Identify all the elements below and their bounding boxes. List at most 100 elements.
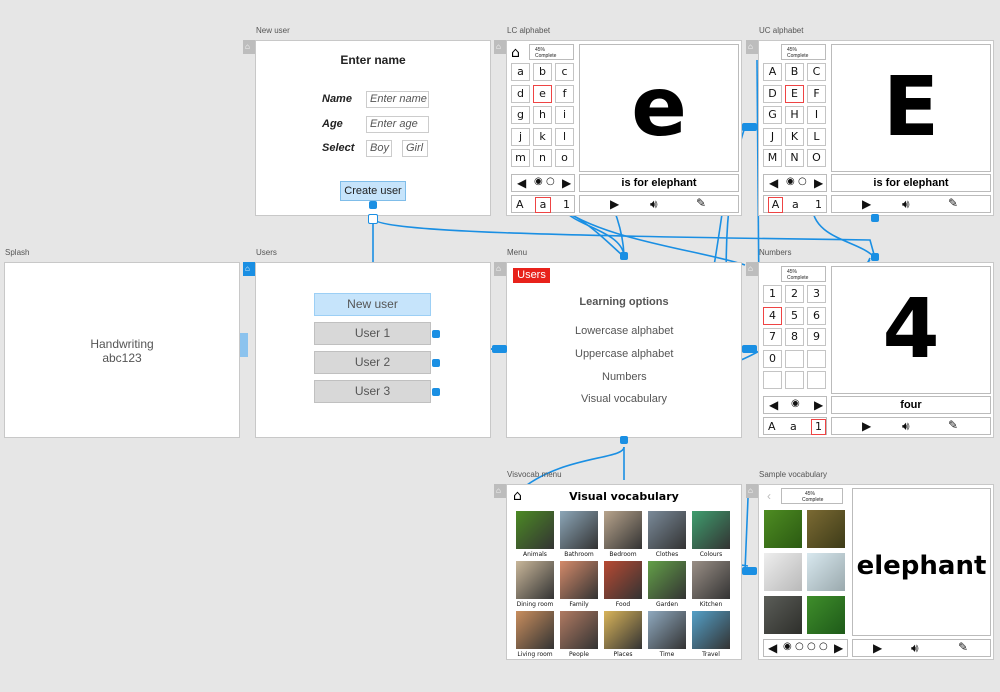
- key-n[interactable]: n: [533, 149, 552, 167]
- page-dot-active[interactable]: ◉: [791, 398, 800, 409]
- page-dot[interactable]: ○: [819, 641, 828, 652]
- prev-icon[interactable]: ◀: [769, 176, 779, 190]
- page-dot[interactable]: ○: [807, 641, 816, 652]
- key-empty[interactable]: [785, 371, 804, 389]
- age-input[interactable]: Enter age: [366, 116, 429, 133]
- key-empty[interactable]: [785, 349, 804, 368]
- key-k[interactable]: k: [533, 127, 552, 146]
- key-B[interactable]: B: [785, 63, 804, 81]
- key-o[interactable]: o: [555, 149, 574, 167]
- next-icon[interactable]: ▶: [834, 641, 844, 655]
- key-b[interactable]: b: [533, 63, 552, 81]
- category-thumb-bedroom[interactable]: [604, 511, 642, 549]
- page-dot[interactable]: ○: [795, 641, 804, 652]
- category-thumb-bathroom[interactable]: [560, 511, 598, 549]
- key-9[interactable]: 9: [807, 328, 826, 346]
- prev-icon[interactable]: ◀: [517, 176, 527, 190]
- page-dot-active[interactable]: ◉: [786, 176, 795, 187]
- mode-uppercase[interactable]: A: [768, 197, 783, 213]
- key-H[interactable]: H: [785, 106, 804, 124]
- key-C[interactable]: C: [807, 63, 826, 81]
- mode-lowercase[interactable]: a: [790, 420, 797, 433]
- key-5[interactable]: 5: [785, 306, 804, 325]
- home-tab[interactable]: ⌂: [746, 262, 758, 276]
- photo-dalmatian[interactable]: [807, 553, 845, 591]
- link-handle[interactable]: [871, 214, 879, 222]
- key-l[interactable]: l: [555, 127, 574, 146]
- key-empty[interactable]: [807, 349, 826, 368]
- mode-uppercase[interactable]: A: [768, 420, 776, 433]
- key-g[interactable]: g: [511, 106, 530, 124]
- key-d[interactable]: d: [511, 84, 530, 103]
- users-badge[interactable]: Users: [513, 268, 550, 283]
- link-handle[interactable]: [620, 252, 628, 260]
- home-tab[interactable]: ⌂: [494, 40, 506, 54]
- home-tab[interactable]: ⌂: [746, 40, 758, 54]
- category-thumb-clothes[interactable]: [648, 511, 686, 549]
- play-icon[interactable]: ▶: [873, 641, 883, 655]
- key-4[interactable]: 4: [763, 306, 782, 325]
- key-M[interactable]: M: [763, 149, 782, 167]
- category-thumb-food[interactable]: [604, 561, 642, 599]
- category-thumb-kitchen[interactable]: [692, 561, 730, 599]
- option-visual-vocab[interactable]: Visual vocabulary: [581, 393, 668, 405]
- key-6[interactable]: 6: [807, 306, 826, 325]
- category-thumb-time[interactable]: [648, 611, 686, 649]
- next-icon[interactable]: ▶: [562, 176, 572, 190]
- link-handle[interactable]: [492, 345, 507, 353]
- category-thumb-garden[interactable]: [648, 561, 686, 599]
- play-icon[interactable]: ▶: [862, 197, 872, 211]
- link-handle[interactable]: [742, 123, 757, 131]
- link-handle[interactable]: [432, 330, 440, 338]
- home-tab[interactable]: ⌂: [746, 484, 758, 498]
- key-A[interactable]: A: [763, 63, 782, 81]
- key-3[interactable]: 3: [807, 285, 826, 303]
- category-thumb-people[interactable]: [560, 611, 598, 649]
- edit-icon[interactable]: ✎: [958, 640, 969, 654]
- back-chevron-icon[interactable]: ‹: [767, 489, 771, 503]
- edit-icon[interactable]: ✎: [696, 196, 707, 210]
- key-8[interactable]: 8: [785, 328, 804, 346]
- girl-option[interactable]: Girl: [402, 140, 428, 157]
- photo-seal[interactable]: [764, 553, 802, 591]
- key-I[interactable]: I: [807, 106, 826, 124]
- key-i[interactable]: i: [555, 106, 574, 124]
- page-dot[interactable]: ○: [546, 176, 555, 187]
- key-F[interactable]: F: [807, 84, 826, 103]
- speaker-icon[interactable]: 🔊︎: [911, 641, 919, 655]
- prev-icon[interactable]: ◀: [769, 398, 779, 412]
- key-1[interactable]: 1: [763, 285, 782, 303]
- mode-lowercase[interactable]: a: [792, 198, 799, 211]
- link-handle[interactable]: [240, 333, 248, 357]
- home-tab[interactable]: ⌂: [494, 262, 506, 276]
- key-f[interactable]: f: [555, 84, 574, 103]
- next-icon[interactable]: ▶: [814, 176, 824, 190]
- name-input[interactable]: Enter name: [366, 91, 429, 108]
- key-j[interactable]: j: [511, 127, 530, 146]
- user-2-button[interactable]: User 2: [314, 351, 431, 374]
- page-dot-active[interactable]: ◉: [534, 176, 543, 187]
- user-3-button[interactable]: User 3: [314, 380, 431, 403]
- home-tab[interactable]: ⌂: [243, 262, 255, 276]
- category-thumb-animals[interactable]: [516, 511, 554, 549]
- next-icon[interactable]: ▶: [814, 398, 824, 412]
- edit-icon[interactable]: ✎: [948, 196, 959, 210]
- option-lowercase[interactable]: Lowercase alphabet: [575, 325, 674, 337]
- key-empty[interactable]: [807, 371, 826, 389]
- key-L[interactable]: L: [807, 127, 826, 146]
- category-thumb-travel[interactable]: [692, 611, 730, 649]
- create-user-button[interactable]: Create user: [340, 181, 406, 201]
- category-thumb-places[interactable]: [604, 611, 642, 649]
- home-icon[interactable]: ⌂: [511, 45, 520, 61]
- new-user-button[interactable]: New user: [314, 293, 431, 316]
- page-dot-active[interactable]: ◉: [783, 641, 792, 652]
- prev-icon[interactable]: ◀: [768, 641, 778, 655]
- mode-numbers[interactable]: 1: [815, 198, 822, 211]
- key-c[interactable]: c: [555, 63, 574, 81]
- key-N[interactable]: N: [785, 149, 804, 167]
- key-empty[interactable]: [763, 371, 782, 389]
- link-handle[interactable]: [432, 388, 440, 396]
- category-thumb-living-room[interactable]: [516, 611, 554, 649]
- key-0[interactable]: 0: [763, 349, 782, 368]
- photo-ant[interactable]: [764, 510, 802, 548]
